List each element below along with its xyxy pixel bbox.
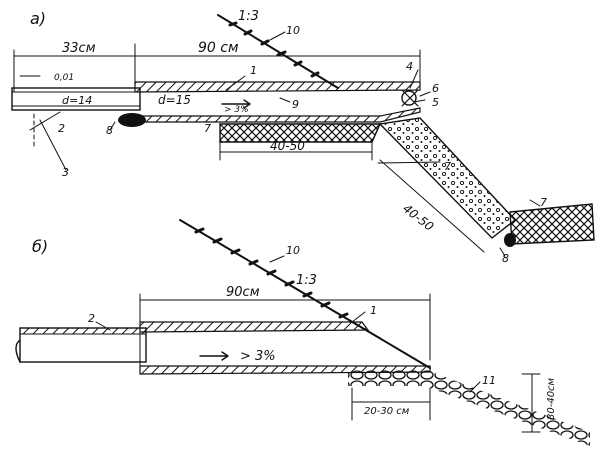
callout-1-a: 1 bbox=[250, 64, 257, 77]
flow-arrow-a bbox=[221, 99, 251, 109]
part-b-drawing bbox=[15, 219, 590, 446]
dim-33cm: 33см bbox=[62, 41, 96, 56]
riprap-flat-b bbox=[348, 370, 432, 386]
pipe-wall-bottom-a bbox=[134, 107, 421, 123]
leader-lines-b bbox=[95, 255, 481, 393]
flow-arrow-b bbox=[199, 351, 229, 361]
joint-sealant-a bbox=[118, 113, 146, 127]
callout-7-a-2: 7 bbox=[444, 160, 451, 173]
apron-lower-a bbox=[509, 203, 595, 245]
callout-7-a-3: 7 bbox=[540, 196, 547, 209]
callout-10-a: 10 bbox=[286, 24, 300, 37]
part-b-label: б) bbox=[32, 237, 48, 256]
leader-lines-a bbox=[29, 31, 541, 257]
callout-10-b: 10 bbox=[286, 244, 300, 257]
dia-inner: d=14 bbox=[62, 94, 92, 107]
dia-outer: d=15 bbox=[158, 93, 191, 107]
bank-slope-a: 1:3 bbox=[238, 9, 259, 24]
bank-hatch-b bbox=[194, 227, 349, 319]
pipe-end-curve-b bbox=[15, 339, 21, 363]
dimension-slope-line-a bbox=[379, 159, 485, 253]
riprap-slope-b bbox=[430, 372, 590, 446]
slope-text-a: > 3% bbox=[224, 105, 249, 115]
dim-0-01: 0,01 bbox=[54, 73, 74, 83]
callout-2-a: 2 bbox=[58, 122, 65, 135]
dimension-apron-a bbox=[219, 141, 373, 161]
bank-slope-line-a bbox=[217, 14, 339, 89]
slope-text-b: > 3% bbox=[240, 349, 276, 364]
dim-40-50-slope: 40-50 bbox=[400, 201, 436, 234]
dim-40-50-bottom: 40-50 bbox=[270, 139, 305, 153]
pipe-end-cross-a bbox=[401, 89, 419, 107]
callout-4-a: 4 bbox=[406, 60, 413, 73]
apron-joint-a bbox=[371, 123, 381, 143]
dim-90cm-a: 90 см bbox=[198, 40, 239, 56]
dimension-lines-top-a bbox=[13, 43, 421, 93]
callout-8-a-2: 8 bbox=[502, 252, 509, 265]
callout-5-a: 5 bbox=[432, 96, 439, 109]
dimension-bottom-b bbox=[351, 387, 431, 421]
bank-hatch-a bbox=[228, 21, 320, 78]
inner-pipe-wall-b bbox=[19, 327, 147, 335]
dim-90cm-b: 90см bbox=[226, 285, 260, 300]
callout-7-a-1: 7 bbox=[204, 122, 211, 135]
joint-lower-a bbox=[504, 233, 516, 247]
inner-pipe-walls-a bbox=[11, 91, 141, 107]
dimension-vertical-b bbox=[521, 373, 541, 433]
pipe-end-a bbox=[401, 90, 417, 106]
pipe-wall-top-b bbox=[139, 321, 370, 333]
callout-2-b: 2 bbox=[88, 312, 95, 325]
callout-6-a: 6 bbox=[432, 82, 439, 95]
callout-8-a-1: 8 bbox=[106, 124, 113, 137]
inner-pipe-a bbox=[11, 87, 141, 111]
dim-30-40: 30-40см bbox=[546, 377, 557, 420]
callout-11-b: 11 bbox=[482, 374, 496, 387]
pipe-wall-top-a bbox=[134, 81, 421, 93]
part-a-drawing bbox=[11, 14, 595, 257]
bank-slope-b: 1:3 bbox=[296, 273, 317, 288]
callout-9-a: 9 bbox=[292, 98, 299, 111]
dim-20-30: 20-30 см bbox=[364, 406, 410, 417]
part-a-label: а) bbox=[30, 9, 46, 28]
callout-1-b: 1 bbox=[370, 304, 377, 317]
callout-3-a: 3 bbox=[62, 166, 69, 179]
